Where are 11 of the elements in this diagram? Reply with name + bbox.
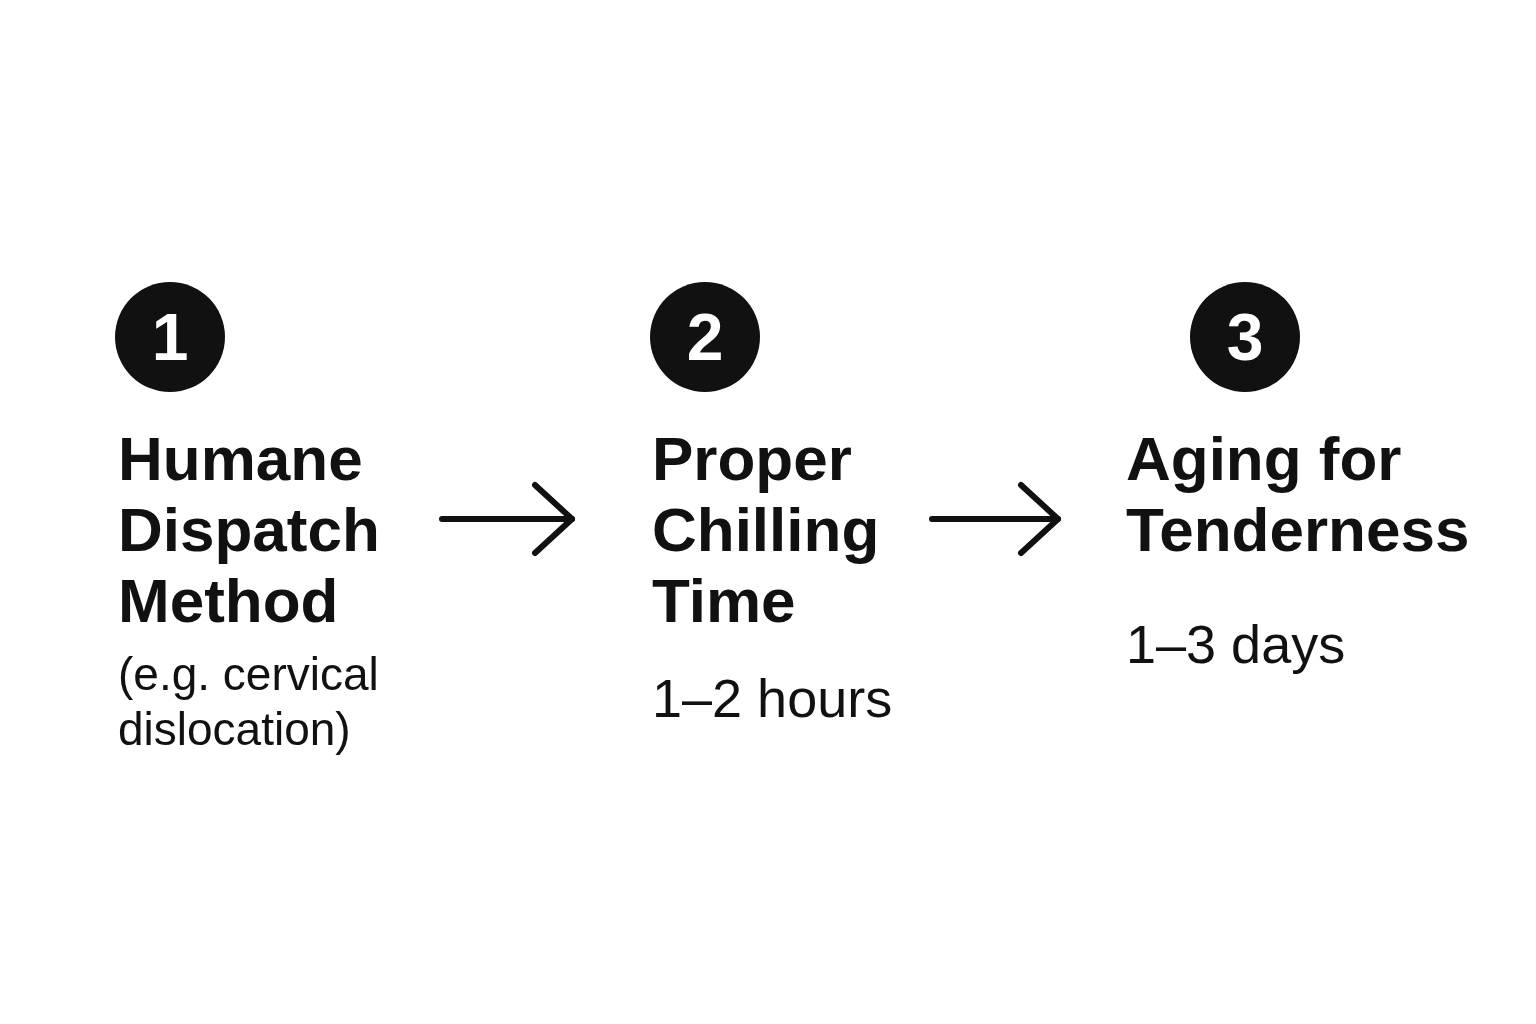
step-title: Proper Chilling Time [652, 423, 881, 636]
step-note: (e.g. cervical dislocation) [118, 647, 380, 757]
step-number-badge: 3 [1190, 282, 1300, 392]
step-note: 1–3 days [1126, 613, 1347, 675]
step-title: Aging for Tenderness [1126, 423, 1471, 565]
step-number-badge: 1 [115, 282, 225, 392]
step-note: 1–2 hours [652, 667, 894, 729]
step-number-badge: 2 [650, 282, 760, 392]
arrow [439, 482, 575, 556]
step-title: Humane Dispatch Method [118, 423, 381, 636]
arrow [929, 482, 1061, 556]
